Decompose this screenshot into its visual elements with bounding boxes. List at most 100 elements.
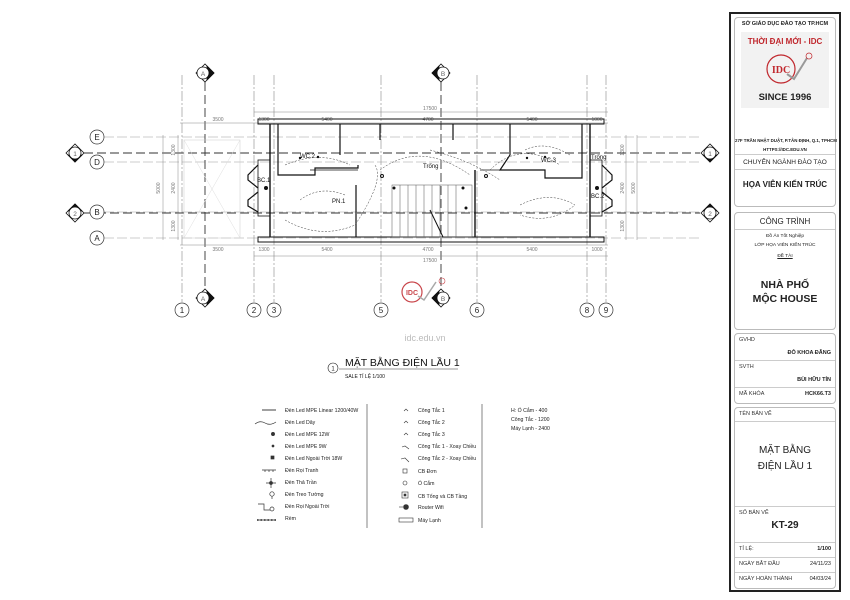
idc-logo-icon: IDC [766, 52, 813, 84]
section-label: 1 [708, 151, 712, 158]
light-fixtures [264, 155, 599, 210]
sheet-name-label: TÊN BẢN VẼ [739, 411, 772, 417]
watermark-url: idc.edu.vn [404, 333, 445, 343]
end-label: NGÀY HOÀN THÀNH [739, 576, 793, 582]
legend-item: Công Tắc 1 [418, 407, 445, 414]
dimension-lines [162, 111, 638, 257]
legend-item: CB Tổng và CB Tầng [418, 493, 467, 500]
legend-item: Đèn Led MPE 12W [285, 432, 330, 438]
drawing-scale: SALE TỈ LỆ 1/100 [345, 372, 385, 380]
end-date: 04/03/24 [809, 576, 831, 582]
height-note: Máy Lạnh - 2400 [511, 426, 550, 432]
topic-line1: NHÀ PHỐ [760, 279, 810, 291]
dimension: 2400 [620, 182, 626, 193]
project-type: Đồ Án Tốt Nghiệp [765, 234, 805, 239]
dimension-total: 5000 [631, 182, 637, 193]
room-label: WC.2 [300, 154, 316, 160]
legend-item: Rèm [285, 516, 296, 522]
axis-label: D [94, 158, 100, 167]
sheet-no: KT-29 [771, 520, 799, 531]
legend-item: Đèn Thả Trần [285, 480, 317, 486]
project-label: CÔNG TRÌNH [759, 217, 811, 226]
dimension: 1300 [620, 144, 626, 155]
height-note: Công Tắc - 1200 [511, 416, 550, 423]
height-note: H: Ổ Cắm - 400 [511, 407, 547, 414]
address: 27F TRẦN NHẬT DUẬT, P.TÂN ĐỊNH, Q.1, TPH… [735, 138, 837, 143]
scale-label: TỈ LỆ: [739, 546, 754, 552]
axis-label: 6 [475, 306, 480, 315]
dimension-total: 17500 [423, 106, 437, 112]
dimension: 4700 [422, 117, 433, 123]
dimension: 5400 [321, 117, 332, 123]
axis-label: 8 [585, 306, 590, 315]
axis-label: 9 [604, 306, 609, 315]
room-label: BC.1 [257, 178, 271, 184]
legend-item: Máy Lạnh [418, 518, 441, 524]
axis-label: 2 [252, 306, 257, 315]
dimension: 5400 [321, 247, 332, 253]
start-date: 24/11/23 [809, 561, 831, 567]
school-name: THỜI ĐẠI MỚI - IDC [747, 37, 823, 46]
school-logo: THỜI ĐẠI MỚI - IDC IDC SINCE 1996 [741, 32, 829, 108]
legend-icons-col2 [398, 408, 414, 523]
department: SỞ GIÁO DỤC ĐÀO TẠO TP.HCM [741, 21, 829, 27]
dimension: 1300 [258, 247, 269, 253]
walls [247, 118, 613, 243]
legend-item: Công Tắc 3 [418, 431, 445, 438]
course: HCK66.T3 [805, 391, 831, 397]
sheet-name-line2: ĐIỆN LẦU 1 [757, 461, 813, 472]
dimension: 3500 [212, 117, 223, 123]
topic-line2: MỘC HOUSE [752, 293, 818, 305]
section-label: 2 [73, 211, 77, 218]
class-name: LỚP HỌA VIÊN KIẾN TRÚC [754, 243, 816, 248]
section-markers [65, 63, 720, 308]
title-block: SỞ GIÁO DỤC ĐÀO TẠO TP.HCM THỜI ĐẠI MỚI … [729, 12, 841, 592]
major: HỌA VIÊN KIẾN TRÚC [742, 180, 828, 189]
legend-item: Đèn Led MPE 9W [285, 444, 327, 450]
legend-item: Công Tắc 1 - Xoay Chiều [418, 443, 476, 450]
since-year: SINCE 1996 [758, 92, 812, 103]
room-label: BC.2 [591, 194, 605, 200]
section-label: B [441, 296, 445, 303]
dimension: 4700 [422, 247, 433, 253]
room-label: Trống [423, 164, 438, 170]
people-box: GVHD ĐỖ KHOA ĐĂNG SVTH BÙI HỮU TÍN MÃ KH… [734, 333, 836, 404]
dimension: 1000 [591, 117, 602, 123]
project-box: CÔNG TRÌNH Đồ Án Tốt Nghiệp LỚP HỌA VIÊN… [734, 212, 836, 330]
scale: 1/100 [817, 546, 831, 552]
dimension-total: 5000 [156, 182, 162, 193]
vertical-axes [181, 75, 607, 302]
website: HTTPS://IDC.EDU.VN [763, 147, 807, 152]
dimension: 5400 [526, 117, 537, 123]
school-box: SỞ GIÁO DỤC ĐÀO TẠO TP.HCM THỜI ĐẠI MỚI … [734, 17, 837, 207]
legend-icons-col1 [254, 409, 277, 521]
dimension: 1300 [258, 117, 269, 123]
svth: BÙI HỮU TÍN [797, 377, 831, 383]
legend-dividers [366, 404, 483, 528]
course-label: MÃ KHÓA [739, 391, 765, 397]
start-label: NGÀY BẮT ĐẦU [739, 561, 780, 567]
sheet-no-label: SỐ BẢN VẼ [739, 510, 769, 516]
sheet-name-line1: MẶT BẰNG [758, 445, 812, 456]
gvhd: ĐỖ KHOA ĐĂNG [787, 350, 832, 356]
legend-item: Công Tắc 2 - Xoay Chiều [418, 455, 476, 462]
svth-label: SVTH [739, 364, 754, 370]
legend-item: Router Wifi [418, 505, 444, 511]
staircase [391, 184, 473, 238]
horizontal-axes [104, 136, 700, 239]
dimension: 1300 [171, 220, 177, 231]
section-label: A [201, 296, 206, 303]
drawing-title: MẶT BẰNG ĐIỆN LẦU 1 [345, 356, 460, 369]
axis-label: 1 [180, 306, 185, 315]
logo-text: IDC [772, 65, 790, 76]
axis-bubbles [89, 129, 614, 318]
axis-label: E [94, 133, 99, 142]
axis-label: A [94, 234, 100, 243]
drawing-number-bubble [327, 362, 339, 374]
gvhd-label: GVHD [739, 337, 755, 343]
legend-item: Đèn Rọi Ngoài Trời [285, 504, 329, 510]
section-label: B [441, 71, 445, 78]
section-label: 1 [73, 151, 77, 158]
legend-item: CB Đơn [418, 469, 437, 475]
dimension: 3500 [212, 247, 223, 253]
